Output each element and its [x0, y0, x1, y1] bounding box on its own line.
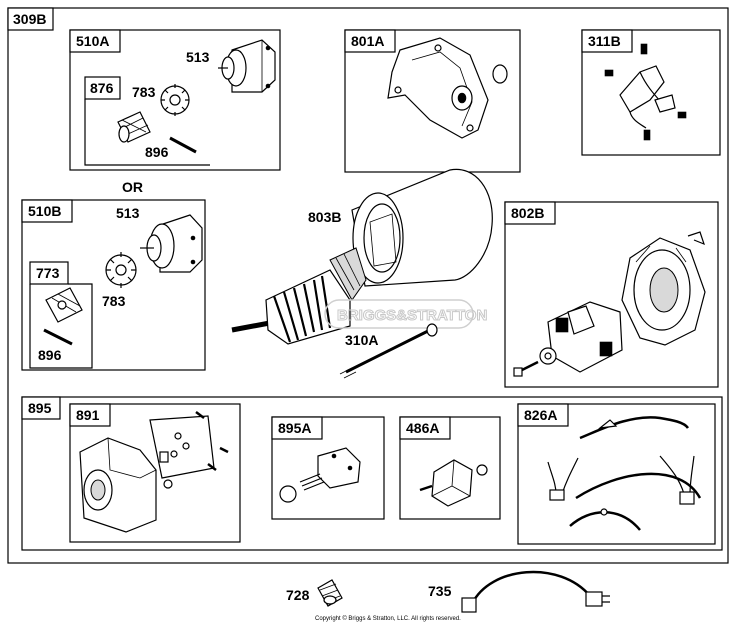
label-or: OR [122, 179, 143, 195]
group-773-frame [29, 283, 93, 369]
group-802b-tag-box [504, 201, 556, 225]
group-510b-tag: 510B [28, 203, 61, 219]
group-510b-tag-box [21, 199, 73, 223]
group-311b-tag-box [581, 29, 633, 53]
group-895-tag: 895 [28, 400, 52, 416]
part-311b-brushes-drawing [604, 43, 687, 141]
watermark-text: BRIGGS&STRATTON [337, 307, 487, 324]
watermark: BRIGGS&STRATTON [324, 299, 488, 329]
label-513-b: 513 [116, 205, 140, 221]
part-802b-drawing [513, 231, 706, 377]
group-876-tag-box [84, 76, 121, 100]
group-895-tag-box [21, 396, 61, 420]
group-891-tag: 891 [76, 407, 100, 423]
group-891-box [69, 403, 241, 543]
group-311b-tag: 311B [588, 33, 621, 49]
part-735-cord-drawing [461, 570, 610, 613]
group-801a-tag: 801A [351, 33, 384, 49]
group-876-frame [84, 99, 210, 166]
group-895a-box [271, 416, 385, 520]
group-309b-box [7, 7, 729, 564]
part-895a-drawing [279, 447, 361, 503]
part-826a-harness-drawing [547, 416, 702, 531]
part-486a-drawing [419, 459, 488, 507]
part-803b-frame-drawing [351, 168, 493, 287]
group-773-tag-box [29, 261, 69, 285]
group-826a-box [517, 403, 716, 545]
group-311b-box [581, 29, 721, 156]
group-510a-tag: 510A [76, 33, 109, 49]
group-486a-tag-box [399, 416, 451, 440]
group-801a-tag-box [344, 29, 396, 53]
label-310a: 310A [345, 332, 378, 348]
part-510b-drive-drawing [105, 214, 203, 288]
group-486a-tag: 486A [406, 420, 439, 436]
group-510a-tag-box [69, 29, 121, 53]
label-896-a: 896 [145, 144, 169, 160]
part-728-drawing [317, 579, 343, 607]
group-826a-tag: 826A [524, 407, 557, 423]
group-802b-box [504, 201, 719, 388]
label-728: 728 [286, 587, 310, 603]
label-735: 735 [428, 583, 452, 599]
part-armature-drawing [231, 247, 367, 345]
part-513-a-drawing [218, 39, 276, 93]
group-826a-tag-box [517, 403, 569, 427]
part-891-drawing [79, 411, 229, 533]
label-783-a: 783 [132, 84, 156, 100]
label-513-a: 513 [186, 49, 210, 65]
label-783-b: 783 [102, 293, 126, 309]
group-309b-tag: 309B [13, 11, 46, 27]
part-801a-endcap-drawing [387, 37, 508, 139]
group-895a-tag: 895A [278, 420, 311, 436]
group-802b-tag: 802B [511, 205, 544, 221]
group-773-tag: 773 [36, 265, 60, 281]
group-895a-tag-box [271, 416, 323, 440]
group-510b-box [21, 199, 206, 371]
group-801a-box [344, 29, 521, 173]
part-876-drive-drawing [117, 84, 197, 154]
group-876-tag: 876 [90, 80, 114, 96]
group-309b-tag-box [7, 7, 54, 31]
part-773-drawing [43, 287, 83, 346]
group-510a-box [69, 29, 281, 171]
copyright-text: Copyright © Briggs & Stratton, LLC. All … [315, 615, 461, 622]
label-896-b: 896 [38, 347, 62, 363]
part-310a-bolt-drawing [339, 323, 438, 379]
group-895-box [21, 396, 723, 551]
group-891-tag-box [69, 403, 111, 427]
label-803b: 803B [308, 209, 341, 225]
